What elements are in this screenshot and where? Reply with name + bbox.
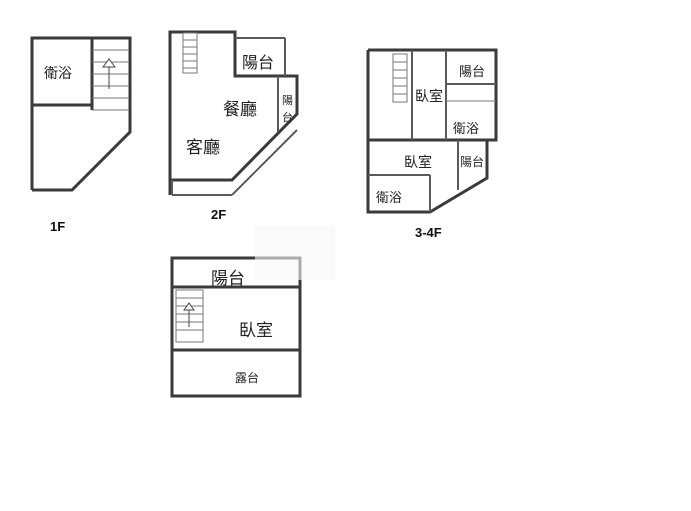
room-label-bedroom: 臥室 bbox=[404, 155, 432, 171]
room-label-dining-room: 餐廳 bbox=[223, 100, 257, 120]
room-label-bathroom: 衛浴 bbox=[376, 191, 403, 206]
floor-1f-plan bbox=[30, 36, 132, 192]
room-label-bathroom: 衛浴 bbox=[453, 122, 480, 137]
room-label-bathroom: 衛浴 bbox=[44, 66, 72, 82]
floor-top-plan bbox=[170, 256, 302, 398]
room-label-living-room: 客廳 bbox=[186, 138, 220, 158]
stair-icon bbox=[175, 289, 204, 343]
room-label-balcony-side: 陽台 bbox=[282, 94, 293, 124]
floor-label-1f: 1F bbox=[50, 219, 66, 234]
floor-3-4f-plan bbox=[366, 48, 498, 214]
floor-label-3-4f: 3-4F bbox=[415, 225, 442, 240]
stair-icon bbox=[392, 53, 408, 103]
room-label-balcony: 陽台 bbox=[242, 53, 275, 72]
room-label-balcony: 陽台 bbox=[459, 65, 486, 80]
room-label-bedroom: 臥室 bbox=[415, 89, 443, 105]
stair-icon bbox=[182, 32, 198, 74]
floor-label-2f: 2F bbox=[211, 207, 227, 222]
watermark bbox=[255, 225, 335, 280]
stair-icon bbox=[92, 49, 129, 111]
floor-2f-plan bbox=[168, 30, 299, 196]
room-label-balcony: 陽台 bbox=[211, 269, 245, 289]
room-label-terrace: 露台 bbox=[235, 371, 260, 385]
room-label-bedroom: 臥室 bbox=[239, 321, 273, 341]
room-label-balcony: 陽台 bbox=[460, 155, 485, 169]
